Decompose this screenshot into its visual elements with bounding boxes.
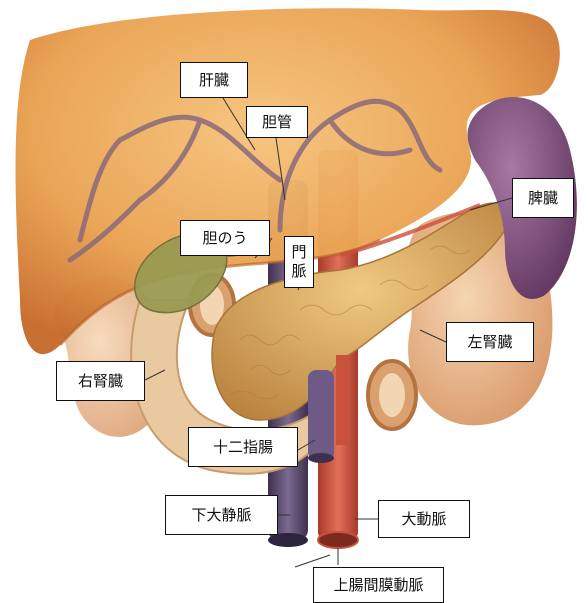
label-spleen: 脾臓 [512,178,574,218]
label-portal-vein: 門 脈 [284,236,314,288]
label-aorta: 大動脈 [378,500,470,538]
ivc-lower-purple [308,370,334,460]
label-liver: 肝臓 [180,62,248,98]
sma-shape [336,355,348,445]
label-portal-vein-line2: 脈 [291,262,306,281]
label-ivc: 下大静脈 [165,495,278,535]
label-right-kidney: 右腎臓 [56,361,145,401]
label-portal-vein-line1: 門 [291,243,306,262]
label-sma: 上腸間膜動脈 [313,567,444,603]
label-gallbladder: 胆のう [180,220,270,256]
label-left-kidney: 左腎臓 [446,322,534,362]
label-duodenum: 十二指腸 [188,427,298,467]
label-bile-duct: 胆管 [246,106,308,138]
